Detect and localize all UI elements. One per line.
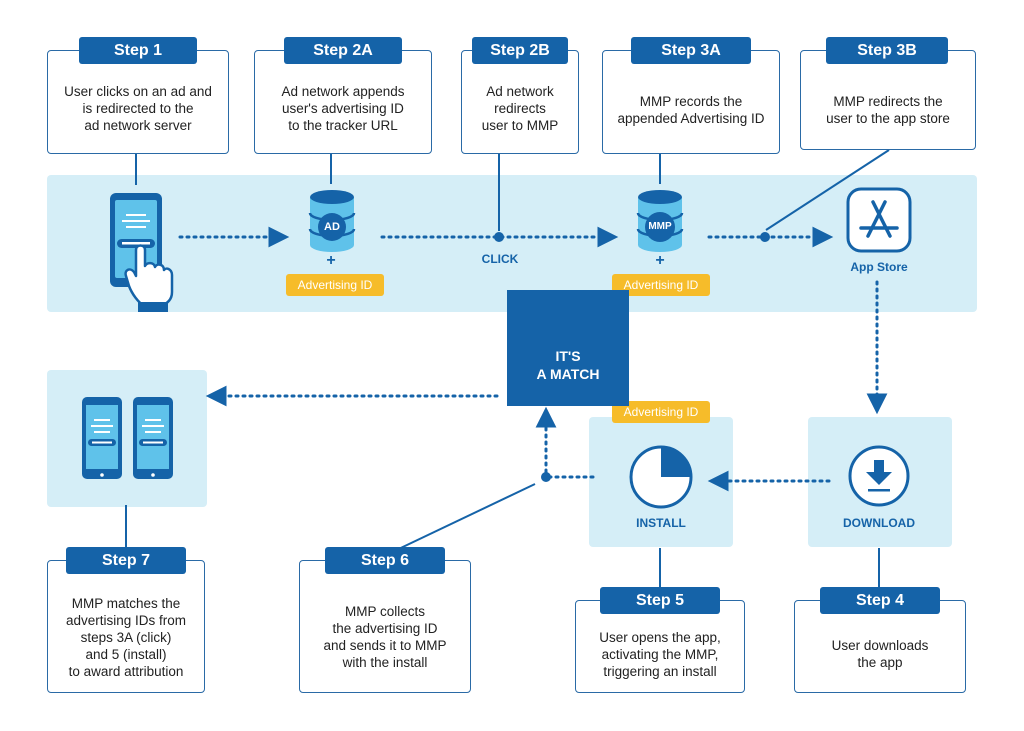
step-6-text: MMP collects the advertising ID and send… (323, 604, 447, 670)
step-3b-text: MMP redirects the user to the app store (826, 94, 950, 126)
download-icon (848, 445, 910, 507)
step-3a-text: MMP records the appended Advertising ID (617, 94, 765, 126)
step-6-card: MMP collects the advertising ID and send… (299, 560, 471, 693)
app-store-label: App Store (850, 260, 908, 274)
its-a-match-box: IT'S A MATCH (507, 290, 629, 406)
step-2a-text: Ad network appends user's advertising ID… (281, 84, 405, 133)
install-label: INSTALL (636, 516, 686, 530)
step-3b-card: MMP redirects the user to the app store (800, 50, 976, 150)
step-7-tab: Step 7 (66, 547, 186, 574)
plus-sign: + (655, 252, 665, 269)
step-6-tab: Step 6 (325, 547, 445, 574)
phone-tap-icon (110, 193, 174, 312)
click-label: CLICK (481, 252, 519, 266)
download-label: DOWNLOAD (843, 516, 915, 530)
app-store-icon (846, 187, 912, 253)
redirect-dot (760, 232, 770, 242)
step-2b-tab: Step 2B (472, 37, 568, 64)
step-3a-card: MMP records the appended Advertising ID (602, 50, 780, 154)
advertising-id-badge: Advertising ID (286, 274, 384, 296)
click-dot (494, 232, 504, 242)
step-2b-text: Ad network redirects user to MMP (481, 84, 559, 133)
step-2a-card: Ad network appends user's advertising ID… (254, 50, 432, 154)
step-4-card: User downloads the app (794, 600, 966, 693)
step-3b-tab: Step 3B (826, 37, 948, 64)
step-7-card: MMP matches the advertising IDs from ste… (47, 560, 205, 693)
match-line-2: A MATCH (536, 366, 600, 382)
mmp-database-icon (636, 190, 684, 252)
step-4-tab: Step 4 (820, 587, 940, 614)
advertising-id-badge: Advertising ID (612, 274, 710, 296)
step-5-text: User opens the app, activating the MMP, … (599, 630, 721, 679)
step-5-card: User opens the app, activating the MMP, … (575, 600, 745, 693)
step-5-tab: Step 5 (600, 587, 720, 614)
collect-dot (541, 472, 551, 482)
advertising-id-badge: Advertising ID (612, 401, 710, 423)
matched-phones-icon (82, 397, 173, 479)
ad-database-label: AD (324, 221, 340, 233)
plus-sign: + (326, 252, 336, 269)
mmp-database-label: MMP (648, 221, 672, 232)
step-2a-tab: Step 2A (284, 37, 402, 64)
step-4-text: User downloads the app (831, 638, 929, 670)
step-1-tab: Step 1 (79, 37, 197, 64)
step-1-text: User clicks on an ad and is redirected t… (64, 84, 212, 133)
step-1-card: User clicks on an ad and is redirected t… (47, 50, 229, 154)
step-7-text: MMP matches the advertising IDs from ste… (65, 596, 187, 679)
step-3a-tab: Step 3A (631, 37, 751, 64)
install-progress-icon (629, 445, 693, 509)
ad-database-icon (308, 190, 356, 252)
match-line-1: IT'S (555, 348, 581, 364)
step-2b-card: Ad network redirects user to MMP (461, 50, 579, 154)
matched-devices-panel (47, 370, 207, 507)
